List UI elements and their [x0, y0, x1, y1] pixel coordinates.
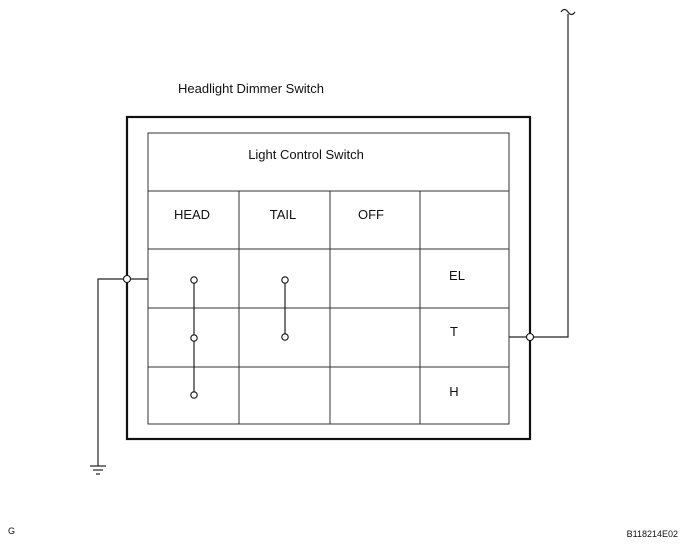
- table-header-title: Light Control Switch: [248, 147, 364, 162]
- row-label-el: EL: [449, 268, 465, 283]
- row-label-t: T: [450, 324, 458, 339]
- switch-table: [147, 132, 510, 425]
- diagram-title: Headlight Dimmer Switch: [178, 81, 324, 96]
- ground-symbol-icon: [90, 465, 106, 475]
- ground-wire: [97, 274, 148, 466]
- row-label-h: H: [449, 384, 458, 399]
- footer-right-label: B118214E02: [627, 529, 678, 539]
- column-label-head: HEAD: [174, 207, 210, 222]
- switch-housing: [125, 115, 532, 441]
- feed-wire: [509, 14, 569, 342]
- wire-break-icon: [560, 8, 576, 16]
- head-continuity: [190, 276, 198, 399]
- column-label-off: OFF: [358, 207, 384, 222]
- tail-continuity: [281, 276, 289, 341]
- column-label-tail: TAIL: [270, 207, 297, 222]
- footer-left-label: G: [8, 526, 15, 536]
